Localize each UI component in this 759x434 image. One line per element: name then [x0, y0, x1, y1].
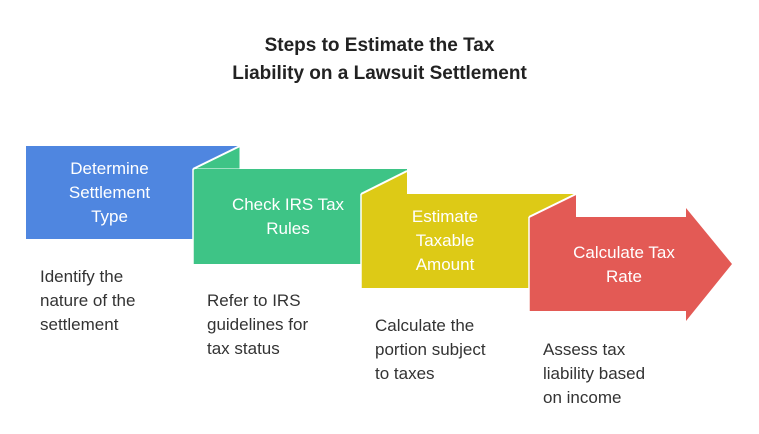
step-1-label-line: Determine — [70, 159, 149, 178]
step-3-label-line: Amount — [415, 255, 475, 274]
step-2-description: Refer to IRS guidelines for tax status — [207, 289, 308, 361]
step-3-desc-line: Calculate the — [375, 316, 475, 335]
step-1-desc-line: nature of the — [40, 291, 136, 310]
step-4-desc-line: liability based — [543, 364, 646, 383]
step-1-description: Identify the nature of the settlement — [40, 265, 135, 337]
step-3-label: Estimate Taxable Amount — [361, 205, 529, 277]
step-1-label-line: Settlement — [68, 183, 151, 202]
step-3-label-line: Taxable — [415, 231, 475, 250]
step-2-desc-line: tax status — [207, 339, 280, 358]
step-3-desc-line: to taxes — [375, 364, 435, 383]
step-4-label: Calculate Tax Rate — [529, 241, 719, 289]
step-1-label: Determine Settlement Type — [26, 157, 193, 229]
step-1-desc-line: settlement — [40, 315, 119, 334]
step-2-shape — [193, 169, 407, 264]
step-3-desc-line: portion subject — [375, 340, 486, 359]
step-4-desc-line: on income — [543, 388, 622, 407]
title-line-2: Liability on a Lawsuit Settlement — [232, 63, 527, 84]
step-3-label-line: Estimate — [411, 207, 479, 226]
diagram-title: Steps to Estimate the Tax Liability on a… — [0, 32, 759, 88]
step-3-shape — [361, 194, 576, 288]
step-3-description: Calculate the portion subject to taxes — [375, 314, 486, 386]
step-4-description: Assess tax liability based on income — [543, 338, 645, 410]
step-1-label-line: Type — [91, 207, 128, 226]
step-4-label-line: Rate — [606, 267, 642, 286]
step-2-label: Check IRS Tax Rules — [193, 193, 383, 241]
step-2-label-line: Check IRS Tax — [231, 195, 345, 214]
step-4-label-line: Calculate Tax — [573, 243, 675, 262]
title-line-1: Steps to Estimate the Tax — [264, 35, 495, 56]
step-4-arrow — [529, 208, 732, 321]
step-2-desc-line: Refer to IRS — [207, 291, 301, 310]
step-4-desc-line: Assess tax — [543, 340, 626, 359]
step-2-desc-line: guidelines for — [207, 315, 309, 334]
step-2-label-line: Rules — [266, 219, 310, 238]
step-1-desc-line: Identify the — [40, 267, 124, 286]
step-1-shape — [26, 146, 240, 239]
